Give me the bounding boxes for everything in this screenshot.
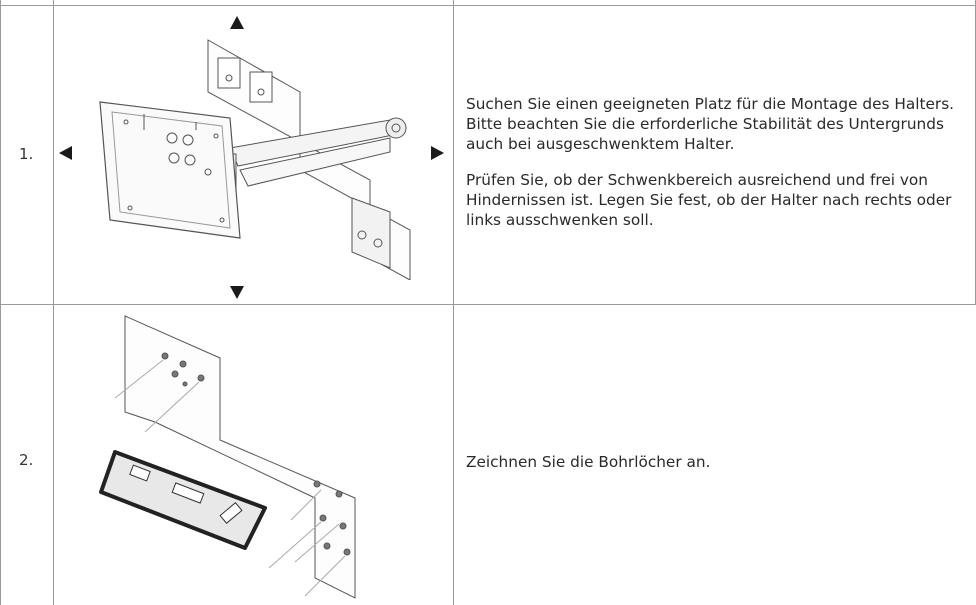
arrow-up-icon (230, 16, 244, 29)
table-top-border (0, 5, 976, 6)
row-divider (0, 304, 976, 305)
paragraph: Suchen Sie einen geeigneten Platz für di… (466, 95, 955, 153)
drill-hole-marking-illustration (99, 315, 356, 599)
step-number: 1. (19, 145, 34, 163)
paragraph: Zeichnen Sie die Bohrlöcher an. (466, 453, 711, 471)
step-description: Zeichnen Sie die Bohrlöcher an. (466, 452, 966, 488)
paragraph: Prüfen Sie, ob der Schwenkbereich ausrei… (466, 171, 952, 229)
step-description: Suchen Sie einen geeigneten Platz für di… (466, 94, 966, 246)
arrow-down-icon (230, 286, 244, 299)
step-number: 2. (19, 451, 34, 469)
arrow-right-icon (431, 146, 444, 160)
swivel-wall-bracket-illustration (99, 39, 411, 280)
table-column-divider-2 (453, 0, 454, 605)
table-column-divider-1 (53, 0, 54, 605)
arrow-left-icon (59, 146, 72, 160)
table-border-left (0, 0, 1, 605)
